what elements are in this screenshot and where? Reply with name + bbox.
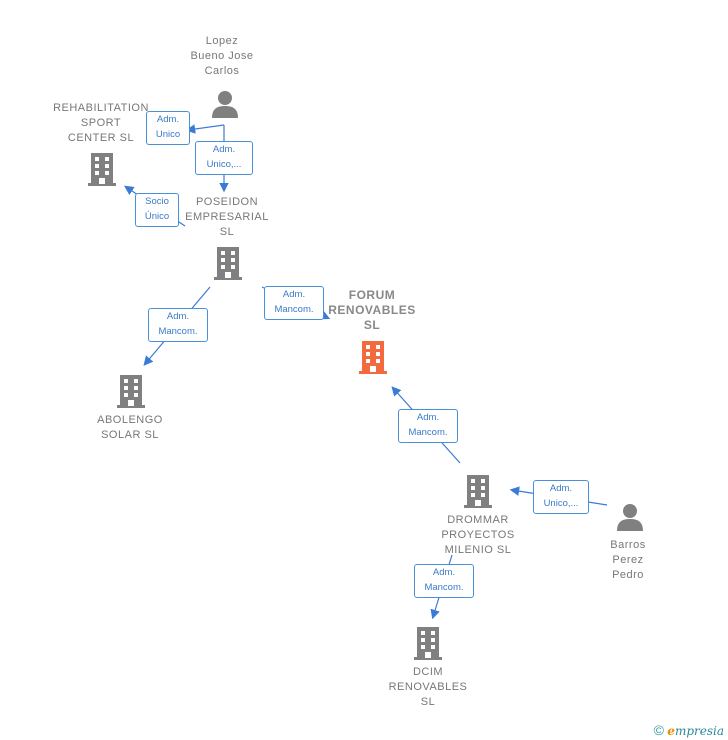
person-icon [212,91,238,118]
node-rehabilitation[interactable]: REHABILITATION SPORT CENTER SL [48,101,154,146]
building-icon [464,475,492,508]
building-icon [117,375,145,408]
edge-label-poseidon-abolengo[interactable]: Adm. Mancom. [148,308,208,342]
edge-label-poseidon-rehab[interactable]: Socio Único [135,193,179,227]
node-barros[interactable]: Barros Perez Pedro [598,538,658,583]
node-drommar[interactable]: DROMMAR PROYECTOS MILENIO SL [426,513,530,558]
building-icon [414,627,442,660]
edge-label-drommar-forum[interactable]: Adm. Mancom. [398,409,458,443]
node-forum[interactable]: FORUM RENOVABLES SL [320,288,424,333]
node-poseidon[interactable]: POSEIDON EMPRESARIAL SL [176,195,278,240]
brand-e: e [667,724,675,738]
brand-logo: © empresia [654,722,724,738]
person-icon [617,504,643,531]
node-label: Lopez Bueno Jose Carlos [190,35,254,77]
node-label: ABOLENGO SOLAR SL [97,414,163,441]
node-label: DCIM RENOVABLES SL [388,666,468,708]
edge-label-barros-drommar[interactable]: Adm. Unico,... [533,480,589,514]
node-label: POSEIDON EMPRESARIAL SL [185,196,269,238]
edge-lopez-rehab [185,124,225,134]
copyright-icon: © [653,722,664,738]
edge-label-lopez-poseidon[interactable]: Adm. Unico,... [195,141,253,175]
node-dcim[interactable]: DCIM RENOVABLES SL [376,665,480,710]
building-icon [214,247,242,280]
node-abolengo[interactable]: ABOLENGO SOLAR SL [80,413,180,443]
brand-name: mpresia [674,724,724,738]
node-label: REHABILITATION SPORT CENTER SL [53,102,149,144]
building-icon [88,153,116,186]
edge-label-lopez-rehab[interactable]: Adm. Unico [146,111,190,145]
edge-label-poseidon-forum[interactable]: Adm. Mancom. [264,286,324,320]
node-lopez[interactable]: Lopez Bueno Jose Carlos [172,34,272,79]
node-label: DROMMAR PROYECTOS MILENIO SL [441,514,515,556]
node-label: Barros Perez Pedro [610,539,646,581]
edge-label-drommar-dcim[interactable]: Adm. Mancom. [414,564,474,598]
building-icon [359,341,387,374]
node-label: FORUM RENOVABLES SL [328,288,416,332]
